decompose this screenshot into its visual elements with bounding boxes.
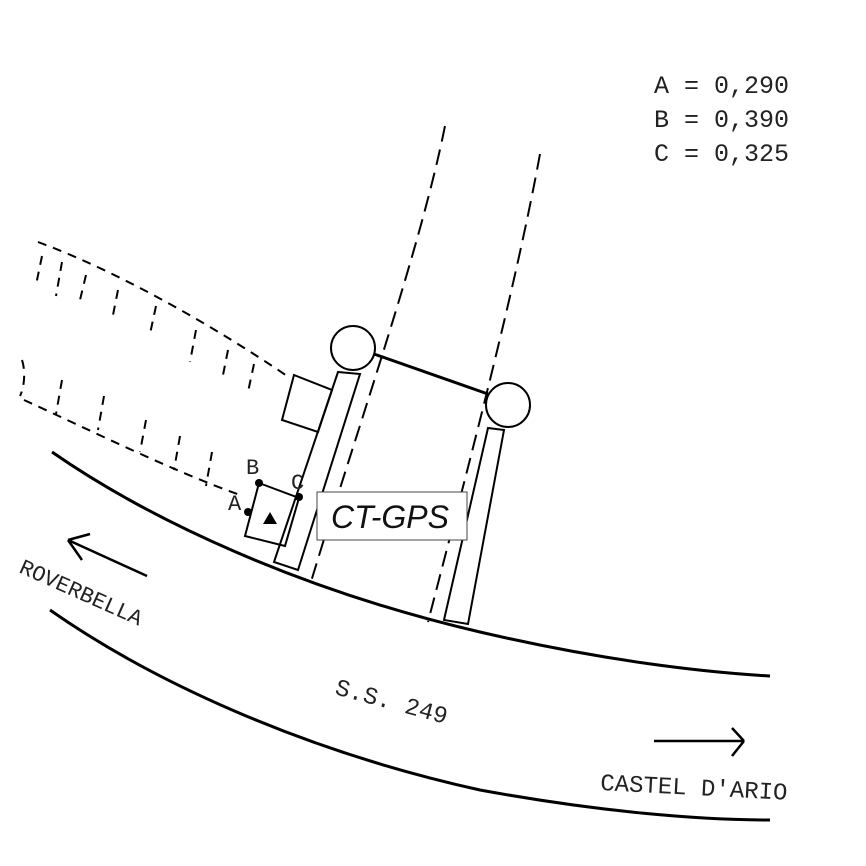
access-strip-right: [442, 426, 506, 626]
road-edge-lower: [49, 608, 771, 822]
station-box: [243, 481, 301, 548]
point-label-c: C: [291, 471, 304, 496]
direction-right-label: CASTEL D'ARIO: [600, 771, 788, 808]
point-marker-a: [244, 508, 252, 516]
station-label-box: [316, 491, 468, 541]
arrow-right-icon: [654, 727, 745, 757]
gate-post-right: [485, 382, 531, 428]
gate-bar: [373, 352, 489, 396]
point-label-a: A: [228, 492, 242, 517]
road-edge-upper: [51, 450, 771, 678]
legend-line-a: A = 0,290: [654, 72, 790, 101]
building-outline: [280, 373, 334, 434]
dashed-north-road: [309, 125, 541, 623]
station-triangle-icon: [263, 512, 277, 524]
access-strip-left: [272, 370, 362, 572]
road-label: S.S. 249: [332, 676, 450, 732]
point-marker-c: [295, 493, 303, 501]
legend-line-c: C = 0,325: [654, 140, 790, 169]
arrow-left-icon: [66, 532, 148, 578]
gate-post-left: [330, 325, 376, 371]
dashed-side-road: [19, 241, 291, 496]
point-label-b: B: [246, 456, 259, 481]
legend-line-b: B = 0,390: [654, 106, 790, 135]
point-marker-b: [255, 479, 263, 487]
station-label: CT-GPS: [331, 499, 449, 535]
